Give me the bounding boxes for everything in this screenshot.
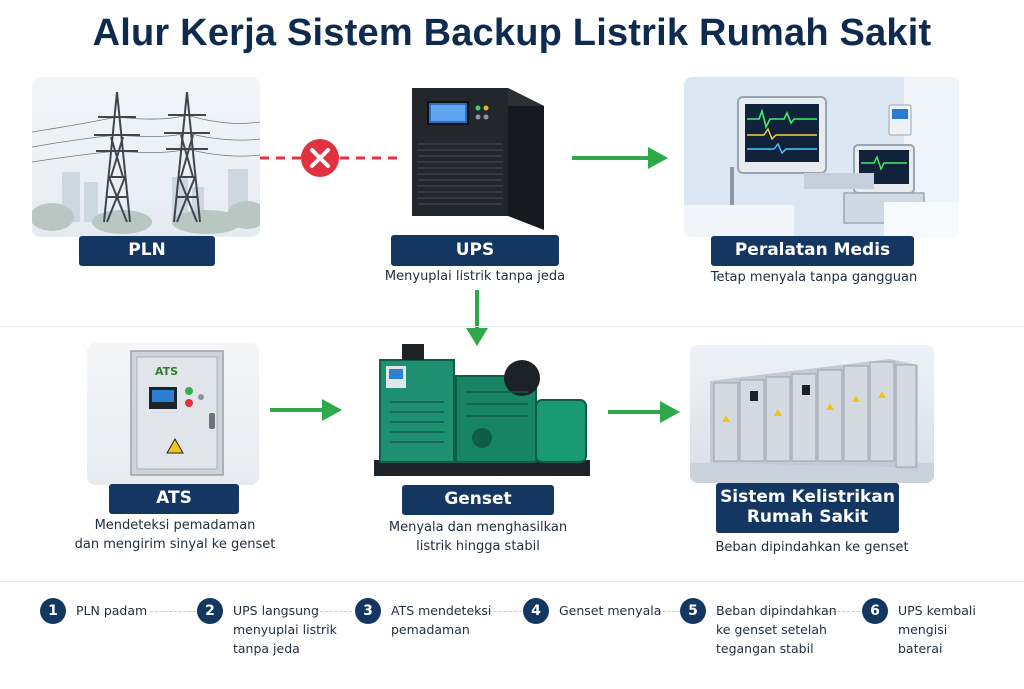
step-4: 4 Genset menyala (523, 598, 661, 624)
electrical-system-label: Sistem Kelistrikan Rumah Sakit (716, 483, 899, 533)
step-connector (150, 611, 196, 612)
step-6: 6 UPS kembali mengisi baterai (862, 598, 976, 658)
page-title: Alur Kerja Sistem Backup Listrik Rumah S… (92, 12, 932, 54)
step-text-line: Genset menyala (559, 603, 662, 618)
electrical-system-label-line-1: Sistem Kelistrikan (720, 487, 895, 508)
section-divider (0, 326, 1024, 327)
medical-monitor-icon (684, 77, 959, 237)
step-number: 3 (355, 598, 381, 624)
pln-image (32, 77, 260, 237)
ups-label: UPS (391, 235, 559, 266)
step-number: 4 (523, 598, 549, 624)
genset-description-line-1: Menyala dan menghasilkan (388, 520, 568, 535)
arrow-right-icon (608, 401, 680, 423)
genset-description: Menyala dan menghasilkan listrik hingga … (363, 519, 593, 557)
step-text: Genset menyala (559, 598, 661, 621)
step-text: Beban dipindahkan ke genset setelah tega… (716, 598, 837, 658)
step-text-line: pemadaman (391, 621, 470, 637)
step-text-line: ke genset setelah (716, 621, 827, 637)
transmission-tower-icon (32, 91, 260, 234)
ups-description: Menyuplai listrik tanpa jeda (384, 269, 566, 284)
step-connector (658, 611, 680, 612)
ats-description-line-2: dan mengirim sinyal ke genset (74, 536, 276, 552)
step-connector (478, 611, 522, 612)
step-text: ATS mendeteksi pemadaman (391, 598, 491, 640)
step-2: 2 UPS langsung menyuplai listrik tanpa j… (197, 598, 337, 658)
arrow-down-icon (466, 290, 488, 346)
ups-image (408, 84, 548, 232)
step-number: 5 (680, 598, 706, 624)
step-text-line: UPS kembali (898, 603, 976, 618)
step-text: PLN padam (76, 598, 147, 621)
ats-description-line-1: Mendeteksi pemadaman (94, 518, 256, 533)
step-connector (812, 611, 860, 612)
step-connector (320, 611, 352, 612)
switchgear-icon (690, 359, 934, 483)
electrical-system-label-line-2: Rumah Sakit (746, 507, 869, 527)
step-text-line: tegangan stabil (716, 640, 814, 656)
ups-unit-icon (412, 88, 544, 230)
genset-image (372, 342, 594, 482)
svg-text:ATS: ATS (155, 365, 178, 378)
pln-label: PLN (79, 236, 215, 266)
step-text-line: ATS mendeteksi (391, 603, 492, 618)
ats-panel-icon: ATS (130, 350, 224, 476)
step-5: 5 Beban dipindahkan ke genset setelah te… (680, 598, 837, 658)
medical-equipment-label: Peralatan Medis (711, 236, 914, 266)
arrow-right-icon (270, 399, 342, 421)
arrow-right-icon (572, 147, 668, 169)
ats-image: ATS (87, 343, 259, 485)
step-text: UPS kembali mengisi baterai (898, 598, 976, 658)
step-text-line: UPS langsung (233, 603, 319, 618)
medical-equipment-description: Tetap menyala tanpa gangguan (710, 270, 918, 285)
electrical-system-image (690, 345, 934, 483)
step-number: 6 (862, 598, 888, 624)
step-3: 3 ATS mendeteksi pemadaman (355, 598, 491, 640)
step-number: 1 (40, 598, 66, 624)
genset-description-line-2: listrik hingga stabil (416, 538, 540, 554)
step-text-line: tanpa jeda (233, 640, 300, 656)
ats-label: ATS (109, 484, 239, 514)
step-1: 1 PLN padam (40, 598, 147, 624)
step-number: 2 (197, 598, 223, 624)
step-text-line: baterai (898, 640, 943, 656)
step-text: UPS langsung menyuplai listrik tanpa jed… (233, 598, 337, 658)
genset-label: Genset (402, 485, 554, 515)
step-text-line: mengisi (898, 621, 948, 637)
step-text-line: menyuplai listrik (233, 621, 337, 637)
steps-divider (0, 581, 1024, 582)
medical-equipment-image (684, 77, 959, 237)
ats-description: Mendeteksi pemadaman dan mengirim sinyal… (55, 517, 295, 555)
cross-icon (301, 139, 339, 177)
generator-icon (374, 344, 590, 476)
step-text-line: Beban dipindahkan (716, 603, 837, 618)
electrical-system-description: Beban dipindahkan ke genset (715, 540, 909, 555)
step-text-line: PLN padam (76, 603, 148, 618)
